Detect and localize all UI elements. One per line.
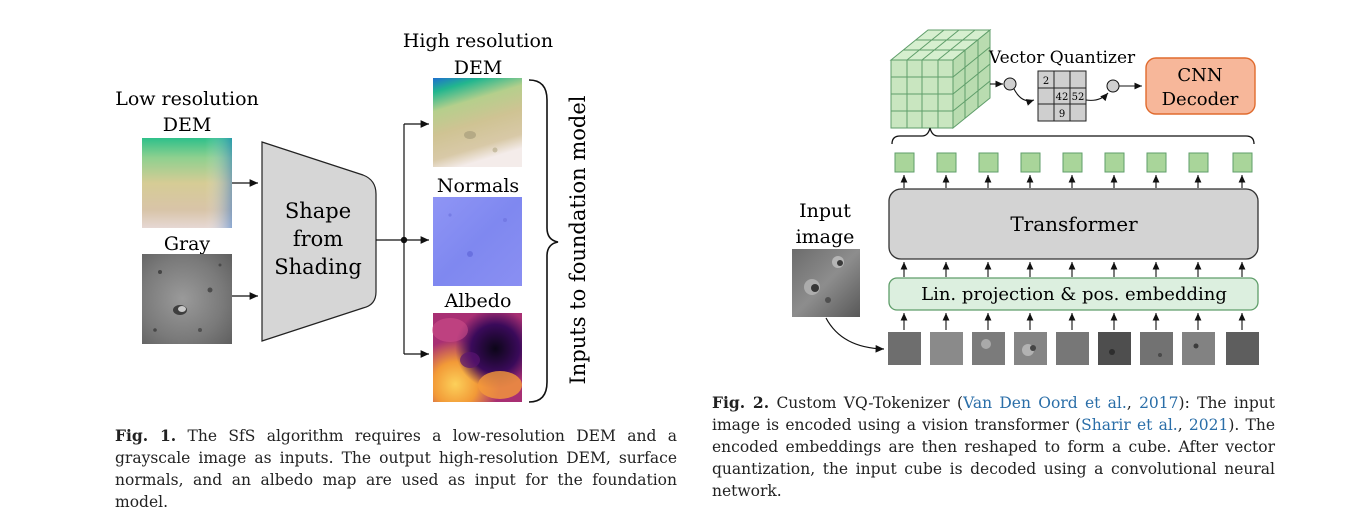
- low-res-dem-image: [142, 138, 232, 228]
- vector-quantizer-label: Vector Quantizer: [988, 48, 1136, 68]
- input-image: [792, 249, 860, 317]
- citation-separator: ,: [1126, 394, 1140, 412]
- embedding-cube: [889, 28, 992, 130]
- figure-2-caption-label: Fig. 2.: [712, 393, 770, 412]
- citation-separator: ,: [1177, 416, 1189, 434]
- transformer-label: Transformer: [1010, 212, 1138, 236]
- projection-box: [888, 277, 1259, 311]
- citation-link-van-den-oord-name[interactable]: Van Den Oord et al.: [963, 394, 1127, 412]
- high-res-dem-image: [433, 78, 522, 167]
- figure-2-caption-text-b: ): The input image is encoded using a vi…: [712, 394, 1275, 434]
- image-patch: [1182, 332, 1215, 365]
- cnn-decoder-label-line2: Decoder: [1162, 89, 1239, 110]
- figure-2-caption-text-c: ). The encoded embeddings are then resha…: [712, 416, 1275, 500]
- inputs-brace: [528, 79, 559, 403]
- gray-image: [142, 254, 232, 344]
- cnn-decoder-label-line1: CNN: [1177, 65, 1222, 86]
- image-patch: [1098, 332, 1131, 365]
- output-tokens: [894, 152, 1253, 173]
- low-res-dem-label-line1: Low resolution: [115, 88, 259, 110]
- input-image-label-line2: image: [796, 226, 855, 248]
- output-token: [978, 152, 999, 173]
- output-token: [1104, 152, 1125, 173]
- albedo-image: [432, 313, 522, 402]
- quantizer-input-node: [1003, 77, 1017, 91]
- grid-cell: 9: [1059, 109, 1065, 120]
- sfs-label-line1: Shape: [285, 199, 351, 223]
- image-patch: [1140, 332, 1173, 365]
- citation-link-sharir-name[interactable]: Sharir et al.: [1081, 416, 1178, 434]
- sfs-box: [261, 141, 377, 342]
- low-res-dem-label-line2: DEM: [163, 114, 212, 136]
- output-token: [1232, 152, 1253, 173]
- output-token: [894, 152, 915, 173]
- image-patch: [1056, 332, 1089, 365]
- normals-label: Normals: [437, 175, 519, 197]
- token-brace: [891, 127, 1255, 145]
- sfs-label-line3: Shading: [274, 255, 362, 279]
- normals-image: [433, 197, 522, 286]
- figure-2-caption: Fig. 2. Custom VQ-Tokenizer (Van Den Oor…: [712, 392, 1275, 502]
- high-res-dem-label-line2: DEM: [454, 57, 503, 79]
- figure-1-caption-label: Fig. 1.: [115, 426, 177, 445]
- image-patch: [888, 332, 921, 365]
- input-image-label-line1: Input: [799, 200, 851, 222]
- image-patch: [1226, 332, 1259, 365]
- citation-link-sharir-year[interactable]: 2021: [1188, 416, 1229, 434]
- brace-label: Inputs to foundation model: [566, 95, 590, 384]
- image-patch: [972, 332, 1005, 365]
- figure-1-caption: Fig. 1. The SfS algorithm requires a low…: [115, 425, 677, 513]
- cnn-decoder-box: [1145, 57, 1256, 115]
- patch-input-arrows: [900, 313, 1246, 330]
- sfs-label-line2: from: [293, 227, 343, 251]
- figure-1: Low resolution DEM Gray Shape from Shadi…: [115, 30, 590, 403]
- high-res-dem-label-line1: High resolution: [403, 30, 553, 52]
- projection-label: Lin. projection & pos. embedding: [921, 284, 1227, 305]
- figure-1-caption-text: The SfS algorithm requires a low-resolut…: [115, 427, 677, 511]
- figure-2-caption-text-a: Custom VQ-Tokenizer (: [776, 394, 964, 412]
- gray-label: Gray: [164, 233, 211, 255]
- output-token: [1146, 152, 1167, 173]
- grid-cell: 42: [1056, 92, 1069, 103]
- output-token: [1020, 152, 1041, 173]
- albedo-label: Albedo: [444, 290, 512, 312]
- image-patch: [930, 332, 963, 365]
- image-patches: [888, 332, 1259, 365]
- citation-link-van-den-oord-year[interactable]: 2017: [1139, 394, 1179, 412]
- transformer-output-arrows: [900, 175, 1246, 188]
- transformer-box: [888, 188, 1259, 260]
- quantizer-output-node: [1106, 79, 1120, 93]
- figure-2: Vector Quantizer 2 42 52 9 CNN Decoder: [792, 28, 1259, 365]
- output-token: [1188, 152, 1209, 173]
- projection-output-arrows: [900, 262, 1246, 277]
- grid-cell: 52: [1072, 92, 1085, 103]
- grid-cell: 2: [1043, 76, 1049, 87]
- codebook-grid: 2 42 52 9: [1037, 70, 1087, 122]
- output-token: [936, 152, 957, 173]
- output-token: [1062, 152, 1083, 173]
